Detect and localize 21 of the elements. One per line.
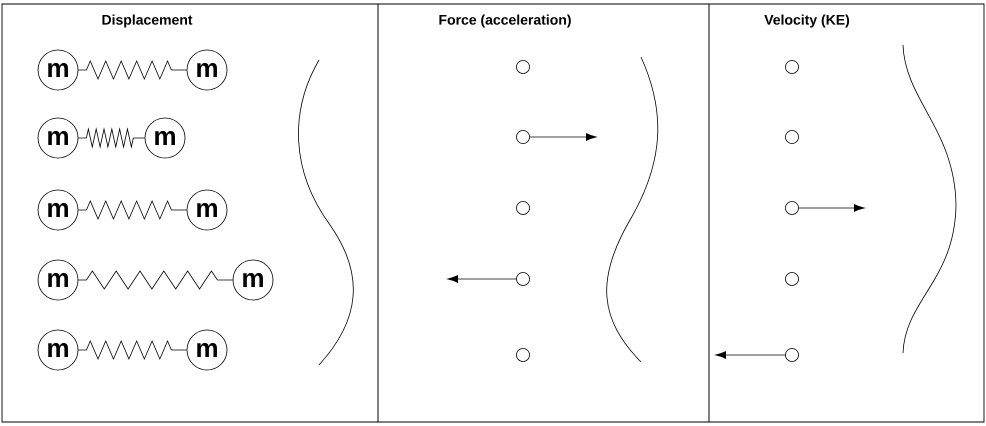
arrow	[447, 275, 516, 283]
small-circle	[785, 201, 799, 215]
small-circle	[785, 60, 799, 74]
small-circle	[516, 201, 530, 215]
arrow	[530, 133, 597, 141]
panel: Force (acceleration)	[378, 4, 710, 422]
small-circle	[516, 348, 530, 362]
small-circle	[516, 130, 530, 144]
panel: Velocity (KE)	[708, 4, 984, 422]
spring	[78, 60, 188, 80]
spring	[78, 340, 188, 360]
small-circle	[785, 130, 799, 144]
spring	[78, 270, 234, 290]
small-circle	[516, 60, 530, 74]
arrow	[715, 351, 786, 359]
small-circle	[785, 272, 799, 286]
small-circle	[785, 348, 799, 362]
arrow	[798, 204, 865, 212]
spring	[78, 200, 188, 220]
small-circle	[516, 272, 530, 286]
spring	[78, 127, 146, 149]
